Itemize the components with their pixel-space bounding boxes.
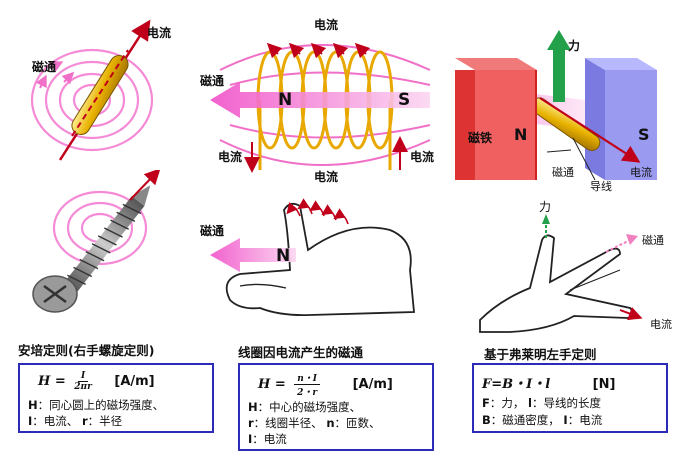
legend-var: H xyxy=(248,400,258,414)
legend-var: F xyxy=(482,396,490,410)
coil-current-right-label: 电流 xyxy=(410,150,435,164)
magnet-label: 磁铁 xyxy=(468,131,493,145)
hand-north-label: N xyxy=(276,246,291,266)
magnet-flux-label: 磁通 xyxy=(552,166,574,179)
legend-text: ：电流 xyxy=(252,432,287,446)
legend-line: F：力， l：导线的长度 xyxy=(482,395,601,411)
formula-unit: [A/m] xyxy=(114,374,155,389)
formula-eq: = xyxy=(274,377,286,392)
legend-var: H xyxy=(28,398,38,412)
magnet-south-label: S xyxy=(638,125,650,144)
legend-var: I xyxy=(28,414,33,428)
legend-line: H：同心圆上的磁场强度、 xyxy=(28,397,164,413)
legend-var: l xyxy=(528,396,532,410)
hand-flux-label: 磁通 xyxy=(200,224,225,238)
coil-current-bottom-label: 电流 xyxy=(314,170,339,184)
formula-denominator: 2・r xyxy=(297,388,318,398)
magnet-wire-diagram xyxy=(455,30,657,181)
legend-line: I：电流、 r：半径 xyxy=(28,413,122,429)
formula-fleming: F=B・I・l [N] xyxy=(482,373,615,392)
formula-numerator: n・I xyxy=(294,371,321,385)
formula-box-fleming: F=B・I・l [N] F：力， l：导线的长度 B：磁通密度， I：电流 xyxy=(472,363,668,433)
legend-line: H：中心的磁场强度、 xyxy=(248,399,361,415)
legend-text: ：力， xyxy=(489,396,525,410)
legend-text: ：中心的磁场强度、 xyxy=(257,400,362,414)
magnet-current-label: 电流 xyxy=(630,166,652,179)
flux-label: 磁通 xyxy=(32,60,57,74)
formula-lhs: H xyxy=(258,377,271,392)
coil-north-label: N xyxy=(278,90,293,110)
wire-label: 导线 xyxy=(590,180,612,193)
coil-flux-label: 磁通 xyxy=(200,74,225,88)
formula-text: F=B・I・l xyxy=(482,377,551,392)
panel-title-fleming: 基于弗莱明左手定则 xyxy=(484,347,597,362)
legend-var: n xyxy=(326,416,335,430)
formula-unit: [N] xyxy=(592,377,616,392)
panel-title-coil: 线圈因电流产生的磁通 xyxy=(238,345,364,360)
left-hand-diagram xyxy=(479,214,643,333)
hand-force-label: 力 xyxy=(539,200,552,214)
coil-current-top-label: 电流 xyxy=(314,18,339,32)
legend-text: ：导线的长度 xyxy=(531,396,601,410)
screw-flux-diagram xyxy=(32,170,161,313)
legend-var: B xyxy=(482,413,491,427)
formula-denominator: 2πr xyxy=(74,382,92,392)
legend-line: r：线圈半径、 n：匝数、 xyxy=(248,415,381,431)
legend-var: r xyxy=(81,414,88,428)
legend-text: ：匝数、 xyxy=(334,416,381,430)
legend-line: B：磁通密度， I：电流 xyxy=(482,412,602,428)
legend-text: ：线圈半径、 xyxy=(253,416,323,430)
legend-text: ：电流、 xyxy=(32,414,79,428)
current-label: 电流 xyxy=(147,26,172,40)
formula-lhs: H xyxy=(38,374,51,389)
coil-current-left-label: 电流 xyxy=(218,150,243,164)
hand-current-label: 电流 xyxy=(650,318,672,331)
coil-diagram xyxy=(210,42,431,173)
legend-var: r xyxy=(248,416,254,430)
legend-text: ：半径 xyxy=(87,414,123,428)
legend-line: I：电流 xyxy=(248,431,287,447)
magnet-north-label: N xyxy=(514,125,528,144)
legend-var: I xyxy=(563,413,568,427)
force-label: 力 xyxy=(568,39,581,53)
legend-var: I xyxy=(248,432,253,446)
legend-text: ：同心圆上的磁场强度、 xyxy=(37,398,165,412)
legend-text: ：电流 xyxy=(567,413,603,427)
formula-coil: H = n・I 2・r [A/m] xyxy=(258,371,393,398)
panel-title-ampere: 安培定则(右手螺旋定则) xyxy=(18,343,155,358)
hand-magnet-flux-label: 磁通 xyxy=(642,234,664,247)
formula-numerator: I xyxy=(77,371,89,382)
formula-unit: [A/m] xyxy=(352,377,393,392)
right-hand-diagram xyxy=(210,198,415,317)
coil-south-label: S xyxy=(398,90,411,110)
wire-flux-diagram xyxy=(30,19,154,161)
formula-eq: = xyxy=(54,374,66,389)
legend-text: ：磁通密度， xyxy=(490,413,560,427)
